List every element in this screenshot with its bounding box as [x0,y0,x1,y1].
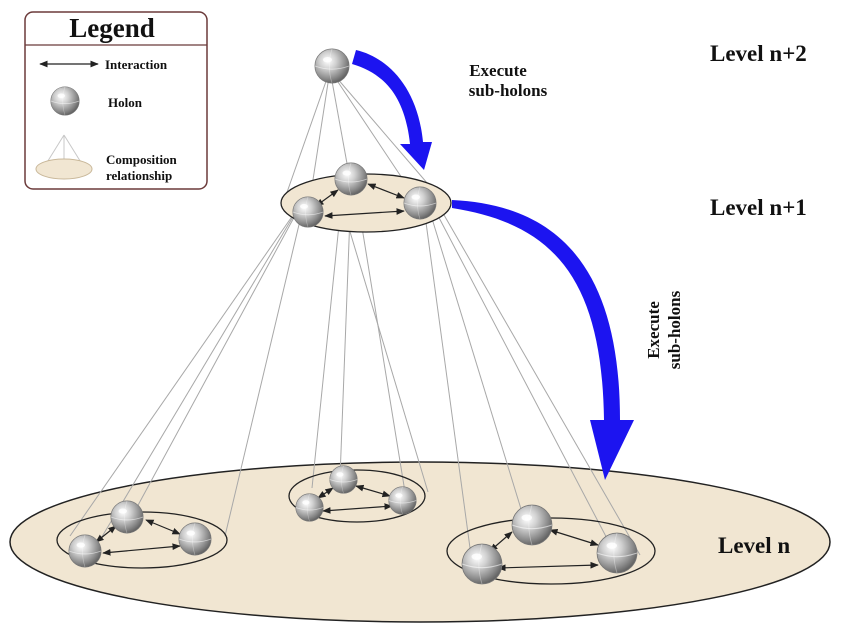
execute-arrow-upper [352,50,432,170]
level-n1-label: Level n+1 [710,195,807,220]
holon-left-right [178,522,212,556]
legend-composition-label-line1: Composition [106,152,178,167]
level-n2-label: Level n+2 [710,41,807,66]
execute-arrow-lower [452,200,634,480]
interaction-arrows [95,183,599,572]
upper-arrow-label-line2: sub-holons [469,81,548,100]
level-n-plane [9,461,831,623]
level-n-group-middle [288,469,426,523]
lower-arrow-label-line2: sub-holons [665,290,684,369]
level-n-label: Level n [718,533,790,558]
lower-arrow-label-line1: Execute [644,301,663,359]
legend-holon-icon [50,86,80,116]
legend-composition-icon [35,134,93,180]
legend-title: Legend [69,13,155,43]
lower-arrow-label: Execute sub-holons [644,290,684,369]
legend-composition-label-line2: relationship [106,168,172,183]
holon-middle-right [388,486,417,515]
holon-level-n1-left [292,196,324,228]
holon-level-n1-right [403,186,437,220]
legend-holon-label: Holon [108,95,143,110]
legend-interaction-label: Interaction [105,57,168,72]
holon-middle-top [329,465,358,494]
upper-arrow-label-line1: Execute [469,61,527,80]
holon-level-n1-top [334,162,368,196]
holon-middle-left [295,493,324,522]
composition-lines [69,69,641,556]
holon-right-top [511,504,553,546]
holon-right-left [461,543,503,585]
legend: Legend Interaction Holon Composition rel… [24,11,208,190]
holon-level-n2 [314,48,350,84]
holon-left-top [110,500,144,534]
holon-left-bottom [68,534,102,568]
holon-right-right [596,532,638,574]
